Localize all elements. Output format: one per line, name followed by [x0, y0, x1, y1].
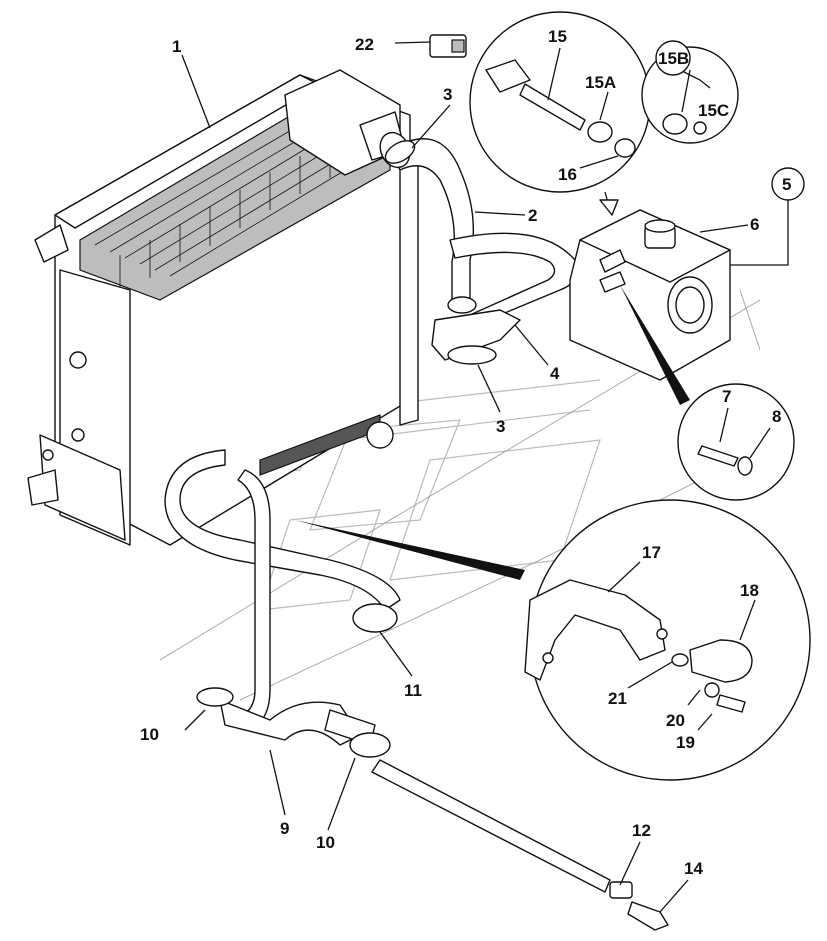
callout-15b: 15B	[655, 40, 691, 76]
callout-12: 12	[632, 821, 651, 840]
callout-11: 11	[404, 681, 422, 700]
callout-4: 4	[550, 364, 560, 383]
callout-10-left: 10	[140, 725, 159, 744]
callout-20: 20	[666, 711, 685, 730]
lower-hose-clamp	[196, 603, 398, 758]
callout-5: 5	[771, 167, 805, 201]
leader-lines	[181, 41, 789, 913]
bracket-detail-circle	[524, 499, 811, 781]
expansion-tank	[569, 209, 731, 381]
callout-6: 6	[750, 215, 759, 234]
upper-hose-clamp	[384, 140, 497, 365]
floor-outline	[159, 289, 761, 701]
upper-hose	[379, 131, 579, 361]
callout-10-lower: 10	[316, 833, 335, 852]
callout-8: 8	[772, 407, 781, 426]
callout-1: 1	[172, 37, 181, 56]
drain-plug	[609, 881, 669, 931]
callout-15: 15	[548, 27, 567, 46]
callout-14: 14	[684, 859, 703, 878]
callout-3-upper: 3	[443, 85, 452, 104]
callout-15a: 15A	[585, 73, 616, 92]
callout-9: 9	[280, 819, 289, 838]
callout-2: 2	[528, 206, 537, 225]
bracket-detail-leader	[295, 520, 525, 580]
callout-16: 16	[558, 165, 577, 184]
bolt-detail-circle	[677, 383, 795, 501]
callout-21: 21	[608, 689, 627, 708]
connector	[429, 34, 467, 58]
callout-7: 7	[722, 387, 731, 406]
callout-labels: 1 22 3 2 4 3 15 15A 16 15B 15C 5 6 7 8 1…	[140, 27, 805, 878]
callout-18: 18	[740, 581, 759, 600]
callout-22: 22	[355, 35, 374, 54]
bolt-detail-leader	[620, 285, 690, 405]
callout-19: 19	[676, 733, 695, 752]
callout-15c: 15C	[698, 101, 729, 120]
svg-text:5: 5	[782, 175, 791, 194]
callout-17: 17	[642, 543, 661, 562]
callout-3-lower: 3	[496, 417, 505, 436]
svg-text:15B: 15B	[658, 49, 689, 68]
radiator	[27, 69, 419, 546]
